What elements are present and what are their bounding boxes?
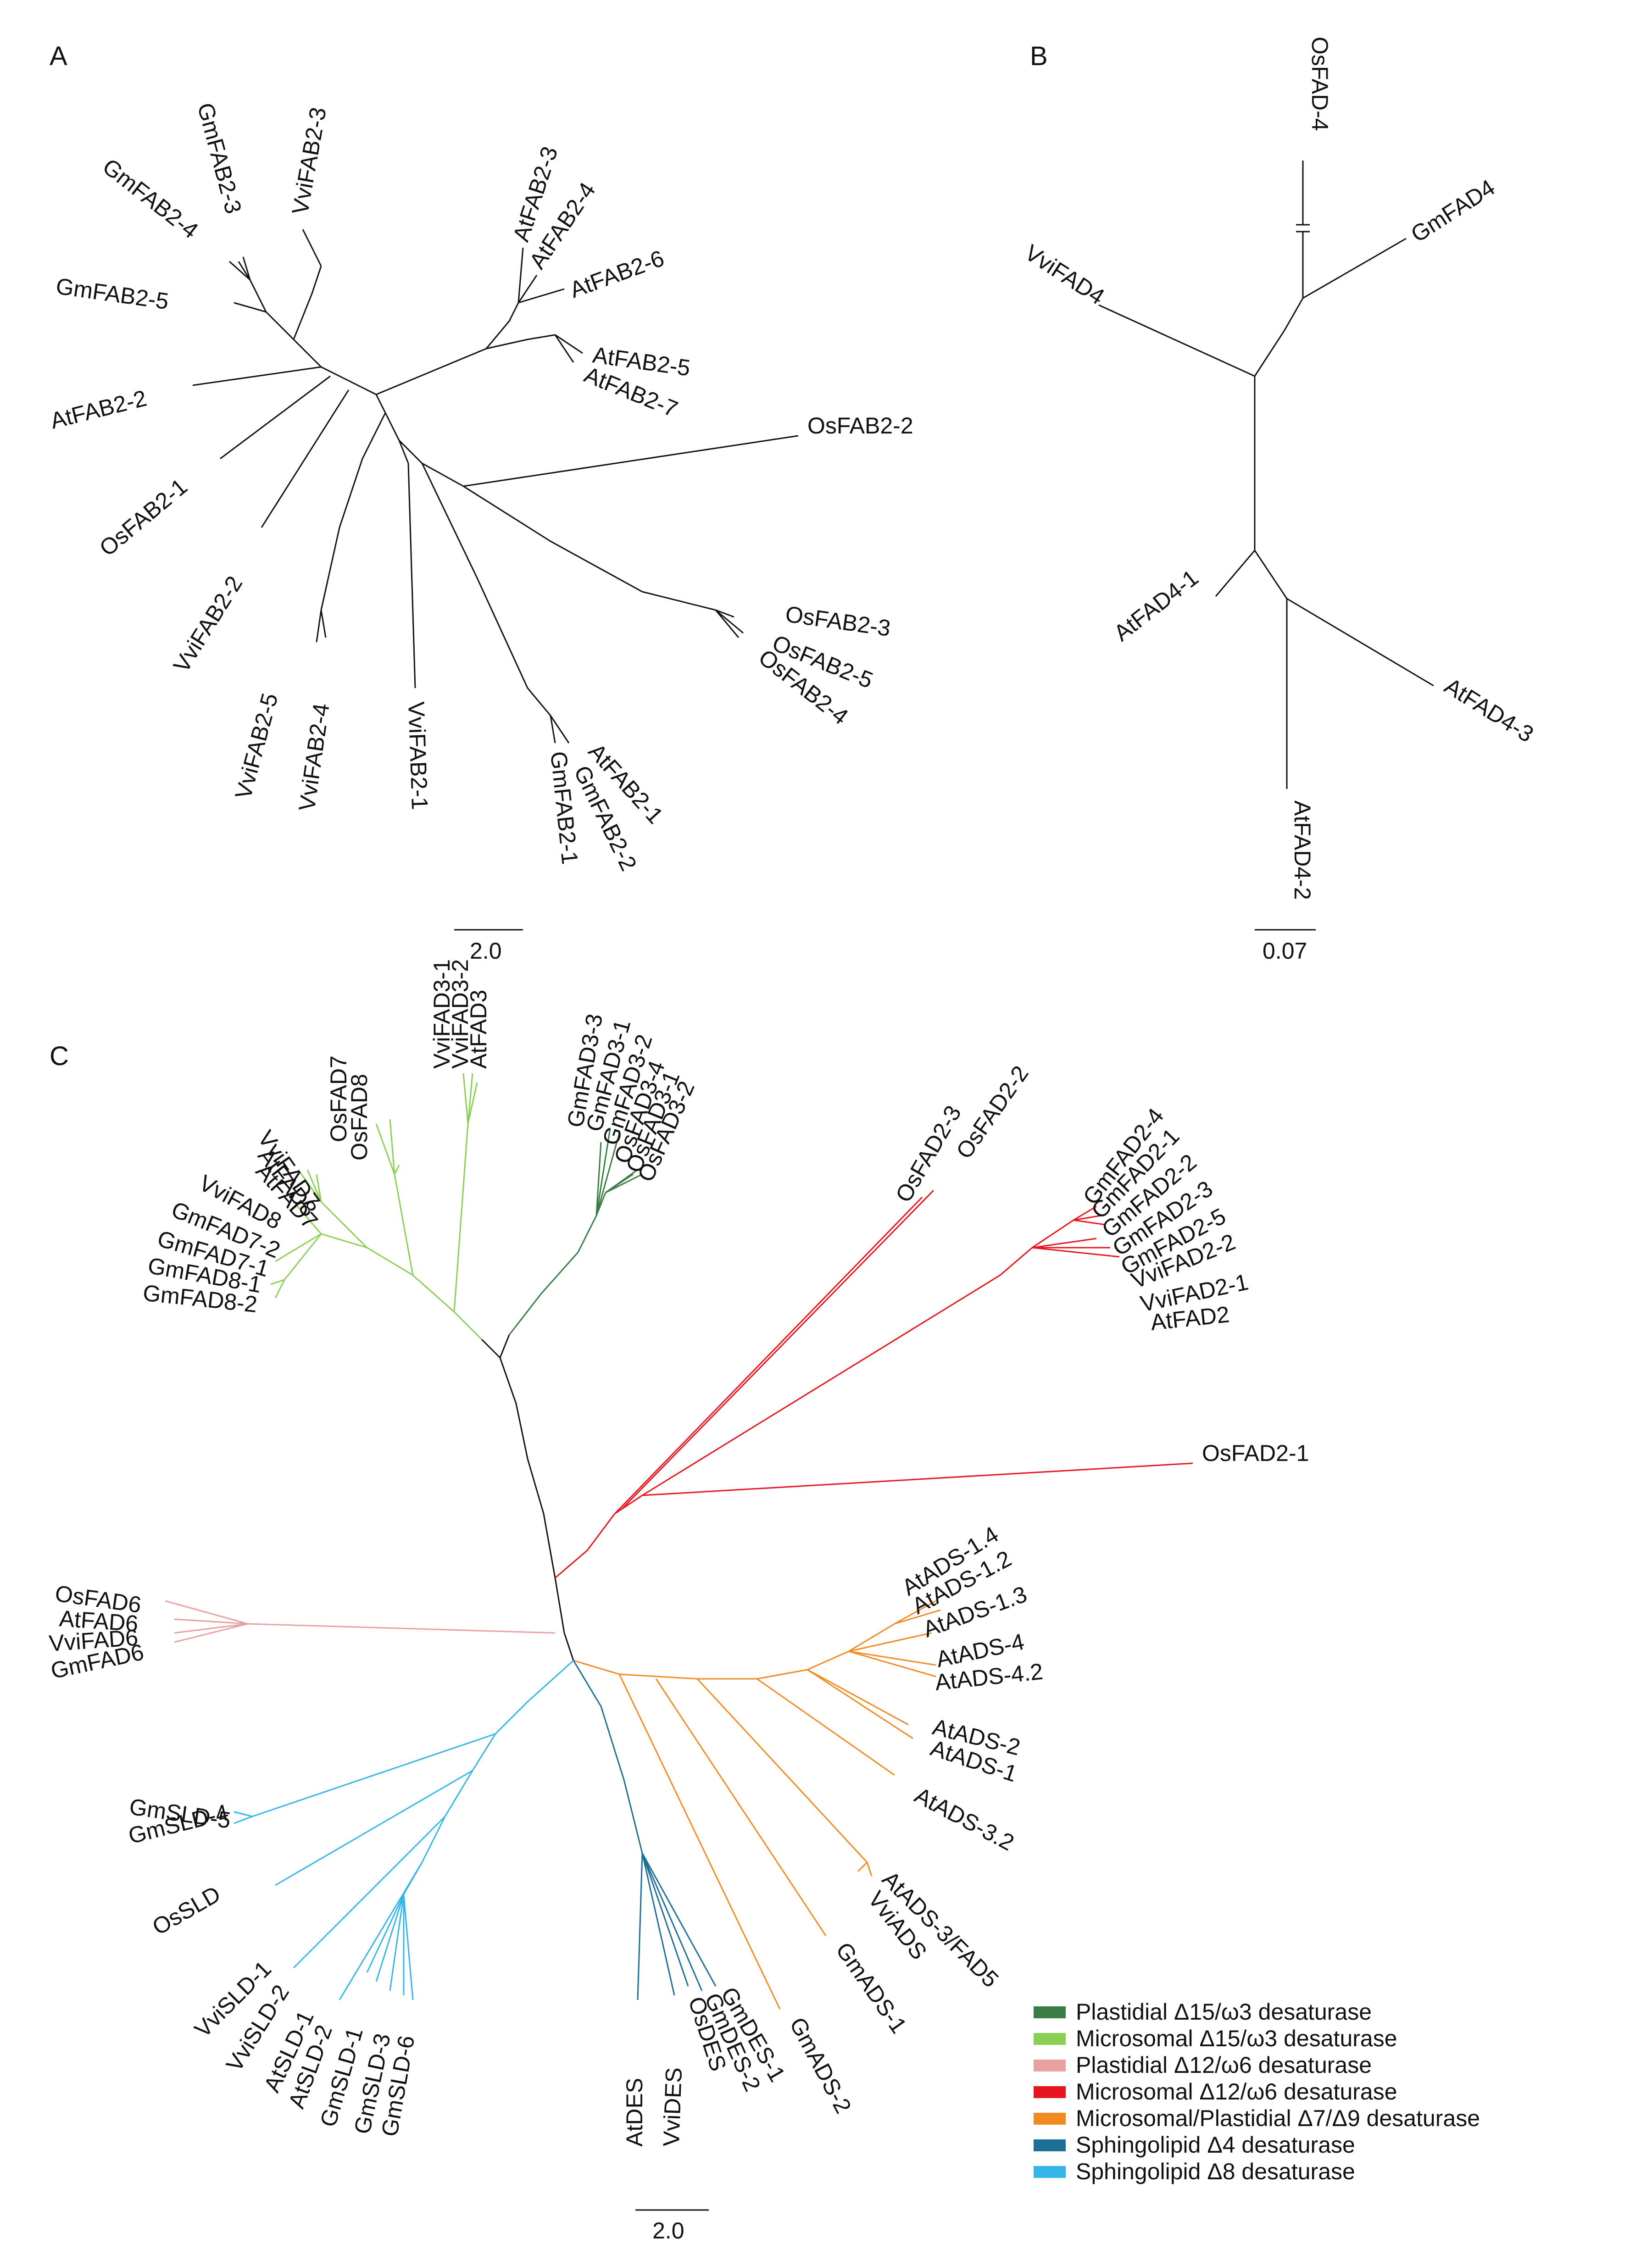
leaf-OsFAD2-3: OsFAD2-3 (890, 1101, 966, 1206)
panel-b-scale-label: 0.07 (1263, 938, 1307, 964)
panel-c-label: C (50, 1041, 69, 1071)
leaf-OsFAD8: OsFAD8 (346, 1074, 372, 1161)
legend-label: Plastidial Δ15/ω3 desaturase (1076, 1999, 1372, 2025)
panel-b-label: B (1030, 41, 1048, 71)
leaf-GmFAD4: GmFAD4 (1406, 174, 1499, 247)
panel-c-scale-bar: 2.0 (635, 2209, 709, 2243)
panel-c-scale-label: 2.0 (652, 2218, 684, 2243)
leaf-GmFAB2-1: GmFAB2-1 (545, 750, 583, 866)
leaf-AtADS-3.2: AtADS-3.2 (911, 1782, 1018, 1855)
leaf-VviFAB2-4: VviFAB2-4 (294, 702, 334, 813)
leaf-AtFAD4-3: AtFAD4-3 (1440, 673, 1538, 747)
leaf-AtFAB2-2: AtFAB2-2 (48, 385, 149, 434)
legend-swatch-microsomal-w6 (1034, 2086, 1066, 2098)
legend-item: Microsomal Δ12/ω6 desaturase (1034, 2079, 1397, 2105)
legend-item: Microsomal/Plastidial Δ7/Δ9 desaturase (1034, 2105, 1480, 2131)
legend-swatch-sphingolipid-d8 (1034, 2166, 1066, 2178)
legend-swatch-plastidial-w3 (1034, 2006, 1066, 2018)
leaf-AtFAD3: AtFAD3 (466, 990, 491, 1069)
legend-swatch-plastidial-w6 (1034, 2060, 1066, 2071)
leaf-VviFAB2-5: VviFAB2-5 (230, 690, 283, 802)
panel-a-tree (192, 229, 799, 744)
leaf-AtFAD4-2: AtFAD4-2 (1290, 800, 1315, 900)
legend-label: Plastidial Δ12/ω6 desaturase (1076, 2052, 1372, 2078)
legend-item: Sphingolipid Δ4 desaturase (1034, 2132, 1355, 2158)
leaf-AtDES: AtDES (622, 2078, 647, 2147)
legend-swatch-d7-d9 (1034, 2113, 1066, 2125)
leaf-OsFAD-4: OsFAD-4 (1307, 37, 1333, 131)
panel-c-tree (165, 1073, 1193, 2010)
panel-a-label: A (50, 41, 67, 71)
leaf-GmFAB2-4: GmFAB2-4 (98, 154, 203, 244)
leaf-VviFAB2-2: VviFAB2-2 (168, 572, 248, 677)
panel-b-scale-bar: 0.07 (1255, 929, 1316, 964)
legend-swatch-microsomal-w3 (1034, 2033, 1066, 2045)
legend-item: Microsomal Δ15/ω3 desaturase (1034, 2026, 1397, 2051)
legend-item: Plastidial Δ15/ω3 desaturase (1034, 1999, 1372, 2025)
legend-label: Microsomal Δ15/ω3 desaturase (1076, 2026, 1397, 2051)
leaf-OsFAB2-1: OsFAB2-1 (95, 473, 192, 561)
legend-label: Microsomal Δ12/ω6 desaturase (1076, 2079, 1397, 2105)
leaf-VviFAD6: VviFAD6 (48, 1625, 139, 1656)
leaf-OsFAD2-2: OsFAD2-2 (951, 1061, 1034, 1163)
leaf-AtFAD4-1: AtFAD4-1 (1109, 565, 1203, 646)
leaf-OsSLD: OsSLD (148, 1881, 225, 1940)
legend-label: Sphingolipid Δ4 desaturase (1076, 2132, 1355, 2158)
leaf-OsFAB2-2: OsFAB2-2 (807, 413, 913, 439)
legend-label: Sphingolipid Δ8 desaturase (1076, 2159, 1355, 2184)
leaf-GmFAB2-3: GmFAB2-3 (192, 100, 246, 216)
leaf-AtFAB2-6: AtFAB2-6 (567, 245, 667, 303)
legend-item: Plastidial Δ12/ω6 desaturase (1034, 2052, 1372, 2078)
panel-b-tree (1098, 161, 1434, 789)
legend-item: Sphingolipid Δ8 desaturase (1034, 2159, 1355, 2184)
leaf-OsFAD2-1: OsFAD2-1 (1202, 1440, 1309, 1466)
panel-a-scale-bar: 2.0 (454, 929, 523, 964)
leaf-VviFAB2-3: VviFAB2-3 (287, 106, 331, 217)
legend-swatch-sphingolipid-d4 (1034, 2139, 1066, 2151)
leaf-VviFAD3-2: VviFAD3-2 (447, 959, 473, 1069)
leaf-GmADS-1: GmADS-1 (831, 1938, 912, 2038)
leaf-VviFAD4: VviFAD4 (1020, 239, 1109, 310)
panel-a-labels: GmFAB2-3 VviFAB2-3 GmFAB2-4 GmFAB2-5 AtF… (48, 100, 913, 875)
panel-a-scale-label: 2.0 (470, 938, 502, 964)
leaf-GmFAB2-5: GmFAB2-5 (54, 273, 170, 314)
leaf-OsFAB2-3: OsFAB2-3 (784, 601, 892, 641)
leaf-VviDES: VviDES (658, 2067, 687, 2147)
panel-b-labels: OsFAD-4 GmFAD4 VviFAD4 AtFAD4-1 AtFAD4-3… (1020, 37, 1538, 900)
leaf-AtFAD6: AtFAD6 (58, 1605, 139, 1637)
panel-c-labels: OsFAD7 OsFAD8 VviFAD3-1 VviFAD3-2 AtFAD3… (48, 959, 1309, 2147)
leaf-VviFAB2-1: VviFAB2-1 (403, 701, 433, 810)
legend-label: Microsomal/Plastidial Δ7/Δ9 desaturase (1076, 2105, 1480, 2131)
legend: Plastidial Δ15/ω3 desaturase Microsomal … (1034, 1999, 1480, 2184)
leaf-VviFAD3-1: VviFAD3-1 (429, 959, 455, 1069)
leaf-OsFAD7: OsFAD7 (326, 1055, 351, 1142)
leaf-GmADS-2: GmADS-2 (784, 2013, 856, 2117)
